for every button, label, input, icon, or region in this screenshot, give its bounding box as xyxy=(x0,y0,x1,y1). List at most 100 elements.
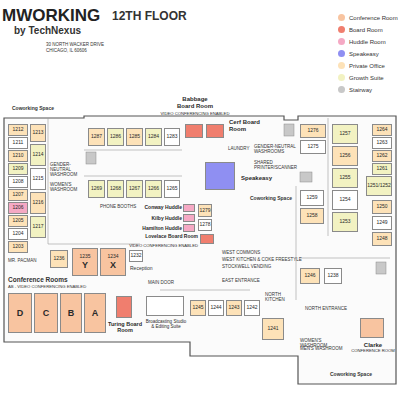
room-number: 1236 xyxy=(53,256,64,262)
room-box: 1278 xyxy=(198,219,212,231)
room-box: 1245 xyxy=(190,300,206,316)
room-box: 1263 xyxy=(372,137,392,149)
room-box: 1211 xyxy=(8,137,28,149)
room-number: 1259 xyxy=(306,195,317,201)
room-box: 1283 xyxy=(164,128,180,146)
legend-swatch xyxy=(338,62,345,69)
room-box: 1262 xyxy=(372,150,392,162)
room-box: 1285 xyxy=(126,128,143,146)
room-number: 1275 xyxy=(307,144,318,150)
room-box: Conway Huddle xyxy=(183,204,195,212)
legend-text: Speakeasy xyxy=(349,51,379,57)
room-number: 1210 xyxy=(12,153,23,159)
room-number: 1235 xyxy=(79,254,90,260)
room-number: 1261 xyxy=(376,166,387,172)
room-box: 1235Y xyxy=(72,248,98,276)
room-name: VIDEO CONFERENCING ENABLED xyxy=(128,244,198,249)
room-number: 1250 xyxy=(376,204,387,210)
room-box: 1249 xyxy=(372,216,392,230)
area-label: LAUNDRY xyxy=(228,146,254,151)
building-outline xyxy=(4,116,396,384)
room-box: C xyxy=(34,293,58,333)
legend-entry: Stairway xyxy=(338,86,372,93)
interior-walls xyxy=(48,118,390,300)
room-number: 1285 xyxy=(129,134,140,140)
room-number: 1245 xyxy=(192,305,203,311)
room-box: Hamilton Huddle xyxy=(183,224,195,232)
room-box: A xyxy=(84,293,106,333)
room-box: 1275 xyxy=(300,140,326,154)
room-number: 1243 xyxy=(228,305,239,311)
legend-text: Huddle Room xyxy=(349,39,386,45)
room-number: Y xyxy=(82,260,88,270)
room-box: D xyxy=(8,293,32,333)
room-number: 1263 xyxy=(376,140,387,146)
room-number: 1276 xyxy=(307,128,318,134)
room-number: 1215 xyxy=(32,176,43,182)
room-number: 1216 xyxy=(32,200,43,206)
legend-text: Growth Suite xyxy=(349,75,384,81)
room-name: Speakeasy xyxy=(241,175,277,182)
legend-swatch xyxy=(338,38,345,45)
area-label: NORTH ENTRANCE xyxy=(305,306,350,311)
room-number: 1205 xyxy=(12,218,23,224)
room-box: 1203 xyxy=(8,241,28,253)
room-box: 1212 xyxy=(8,124,28,136)
room-number: 1241 xyxy=(267,326,278,332)
room-box: 1238 xyxy=(324,268,342,284)
room-box: Babbage Board RoomVIDEO CONFERENCING ENA… xyxy=(185,124,203,138)
room-number: 1242 xyxy=(246,305,257,311)
room-name: Clarke xyxy=(353,342,393,349)
room-number: 1262 xyxy=(376,153,387,159)
room-number: 1248 xyxy=(376,236,387,242)
room-box: 1236 xyxy=(50,250,68,268)
room-box: 1284 xyxy=(145,128,162,146)
stairway xyxy=(86,124,386,274)
room-number: 1269 xyxy=(91,186,102,192)
room-number: 1249 xyxy=(376,220,387,226)
room-box: 1206 xyxy=(8,202,28,214)
room-number: 1286 xyxy=(110,134,121,140)
room-box: 1266 xyxy=(145,180,162,198)
room-box: 1258 xyxy=(300,208,324,224)
room-number: 1283 xyxy=(166,134,177,140)
room-box: 1208 xyxy=(8,176,28,188)
room-box: 1268 xyxy=(107,180,124,198)
area-label: Conference Rooms xyxy=(8,276,78,283)
room-box: 1276 xyxy=(300,124,326,138)
room-number: 1206 xyxy=(12,205,23,211)
legend-entry: Growth Suite xyxy=(338,74,384,81)
legend-text: Board Room xyxy=(349,27,383,33)
room-name: Turing Board Room xyxy=(107,321,143,334)
room-number: C xyxy=(43,308,50,318)
area-label: STOCKWELL VENDING xyxy=(222,264,282,269)
room-number: 1284 xyxy=(148,134,159,140)
legend-swatch xyxy=(338,26,345,33)
room-box: 1279 xyxy=(198,204,212,217)
area-label: 30 NORTH WACKER DRIVE xyxy=(46,42,116,47)
room-box: Lovelace Board RoomVIDEO CONFERENCING EN… xyxy=(200,234,214,244)
room-number: 1256 xyxy=(339,153,350,159)
area-label: 12TH FLOOR xyxy=(112,10,202,24)
room-number: 1253 xyxy=(339,219,350,225)
room-number: 1266 xyxy=(148,186,159,192)
room-name: Kilby Huddle xyxy=(138,216,182,222)
area-label: Reception xyxy=(130,266,160,272)
room-number: 1265 xyxy=(166,186,177,192)
legend-entry: Conference Room xyxy=(338,14,398,21)
room-number: 1203 xyxy=(12,244,23,250)
room-name: CONFERENCE ROOM xyxy=(351,349,395,354)
room-box: 1251/1252 xyxy=(366,176,393,196)
room-name: Babbage Board Room xyxy=(175,96,215,110)
area-label: GENDER-NEUTRAL WASHROOMS xyxy=(254,144,296,154)
room-box: 1248 xyxy=(372,232,392,246)
room-box: 1253 xyxy=(332,212,358,232)
legend-swatch xyxy=(338,50,345,57)
legend-swatch xyxy=(338,74,345,81)
room-box: Speakeasy xyxy=(205,162,235,190)
room-number: A xyxy=(92,308,99,318)
room-box: 1269 xyxy=(88,180,105,198)
room-box: 1213 xyxy=(30,124,46,142)
area-label: SHARED PRINTER/SCANNER xyxy=(254,160,298,170)
room-box: 1232 xyxy=(129,250,143,262)
